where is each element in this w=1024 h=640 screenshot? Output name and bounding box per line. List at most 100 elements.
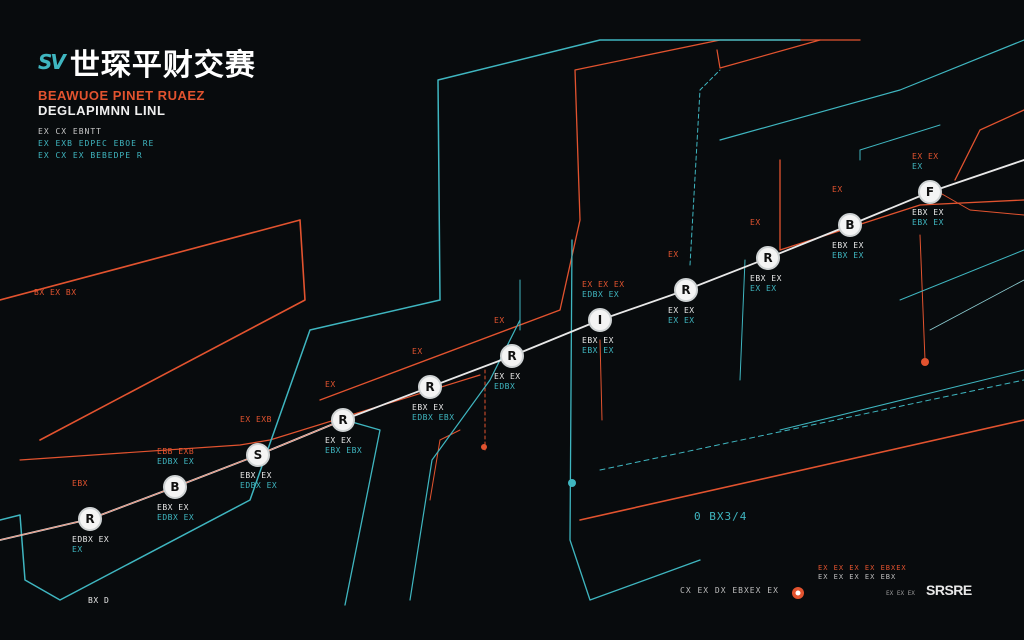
stop-icon[interactable]: R [756,246,780,270]
stop-bottom-label-2: EDBX EX [157,513,195,522]
orange-track-9 [919,234,926,361]
stop-top-label: EX EXB [240,415,272,425]
stop-icon[interactable]: S [246,443,270,467]
stop-top-label-a: EX [750,218,761,227]
footer-red-dot-inner [795,590,801,596]
stop-icon[interactable]: R [78,507,102,531]
stop-top-label-a: EX EX [912,152,939,161]
stop-bottom-label-2: EBX EX [582,346,614,355]
footer-left-text: CX EX DX EBXEX EX [680,586,779,595]
stop-bottom-label-1: EBX EX [412,403,444,412]
orange-track-8 [934,189,1024,216]
stop-icon[interactable]: F [918,180,942,204]
teal-track-6 [689,69,721,266]
stop-bottom-label-2: EDBX EX [240,481,278,490]
stop-icon[interactable]: R [500,344,524,368]
orange-track-6 [779,159,1024,251]
stop-top-label-a: EBB EXB [157,447,195,456]
orange-track-5 [579,419,1024,521]
stop-bottom-label-2: EBX EX [912,218,944,227]
stop-bottom-label-1: EBX EX [582,336,614,345]
stop-icon[interactable]: B [838,213,862,237]
stop-bottom-label-2: EBX EBX [325,446,363,455]
orange-track-7 [954,109,1024,181]
logo-mark-icon: SV [38,50,66,74]
stop-bottom-label-1: EBX EX [832,241,864,250]
stop-bottom-label-1: EX EX [668,306,695,315]
stop-top-label-a: EX [325,380,336,389]
stop-icon[interactable]: R [418,375,442,399]
meta-line-2: EX EXB EDPEC EBOE RE [38,139,155,148]
stop-bottom-label-2: EDBX EBX [412,413,455,422]
teal-track-13 [779,369,1024,431]
stop-bottom-label-2: EBX EX [832,251,864,260]
teal-track-1 [0,39,801,601]
stop-top-label-b: EDBX EX [582,290,620,299]
orange-track-10 [599,339,603,421]
teal-track-7 [719,39,1024,141]
teal-track-8 [739,259,746,381]
header-meta: EX CX EBNTT EX EXB EDPEC EBOE RE EX CX E… [38,126,154,162]
left-edge-label: BX EX BX [34,288,77,297]
stop-bottom-label-2: EX EX [668,316,695,325]
footer-line-orange: EX EX EX EX EBXEX [818,564,907,572]
teal-track-4 [569,239,701,601]
stop-icon[interactable]: B [163,475,187,499]
meta-line-3: EX CX EX BEBEDPE R [38,151,143,160]
stop-bottom-label-1: EX EX [325,436,352,445]
orange-node-dot-2 [481,444,487,450]
stop-top-label: EX [494,316,505,326]
teal-track-12 [929,279,1024,331]
stop-icon[interactable]: R [674,278,698,302]
stop-top-label-a: EX EXB [240,415,272,424]
stop-bottom-label-1: EX EX [494,372,521,381]
stop-bottom-label-1: EBX EX [240,471,272,480]
teal-track-11 [899,249,1024,301]
bottom-label: BX D [88,596,110,605]
orange-track-4 [716,39,821,69]
footer-secondary: EX EX EX [886,590,915,597]
page-title: 世琛平财交赛 [69,48,256,83]
stop-top-label: EX [750,218,761,228]
teal-track-2 [344,419,381,606]
stop-top-label-b: EDBX EX [157,457,195,466]
stop-bottom-label-2: EX EX [750,284,777,293]
stop-top-label-a: EX [494,316,505,325]
stop-top-label-a: EX [832,185,843,194]
stop-top-label: EBX [72,479,88,489]
orange-node-dot [921,358,929,366]
stop-top-label-a: EX EX EX [582,280,625,289]
stop-top-label-b: EX [912,162,923,171]
stop-bottom-label-1: EDBX EX [72,535,110,544]
subtitle-orange: BEAWUOE PINET RUAEZ [38,88,205,103]
stop-bottom-label-1: EBX EX [750,274,782,283]
stop-bottom-label-2: EX [72,545,83,554]
footer-line-white: EX EX EX EX EBX [818,573,897,581]
orange-track-11 [429,429,461,501]
orange-track-1 [0,219,306,441]
stop-icon[interactable]: R [331,408,355,432]
stop-top-label-a: EBX [72,479,88,488]
meta-line-1: EX CX EBNTT [38,127,102,136]
teal-node-dot [568,479,576,487]
teal-track-9 [599,379,1024,471]
footer-code: 0 BX3/4 [694,510,748,523]
stop-top-label: EX [668,250,679,260]
footer-lines: EX EX EX EX EBXEX EX EX EX EX EBX [818,564,907,582]
stop-icon[interactable]: I [588,308,612,332]
stop-top-label-a: EX [412,347,423,356]
stop-bottom-label-2: EDBX [494,382,516,391]
stop-bottom-label-1: EBX EX [157,503,189,512]
